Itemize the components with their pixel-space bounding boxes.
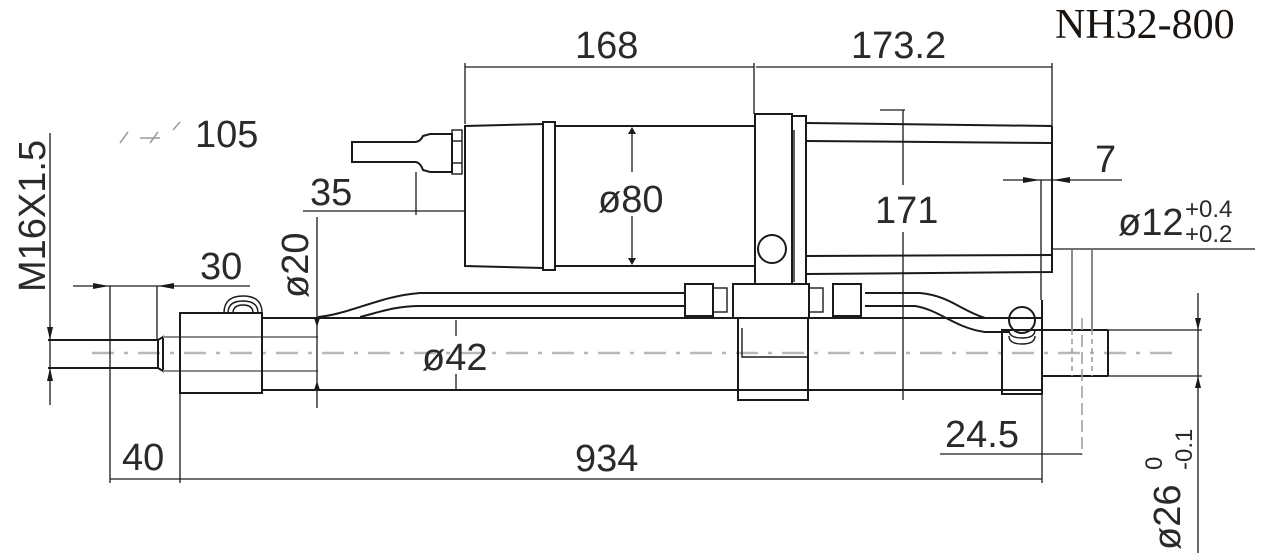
dim-105: 105 [119,114,258,156]
svg-text:105: 105 [195,114,258,156]
svg-text:934: 934 [575,438,638,480]
dim-tube-diameter: ø42 [422,320,487,389]
dim-motor-length: 168 [464,25,755,124]
dim-rod-diameter: ø20 [275,217,320,408]
manifold-block [684,283,862,401]
svg-text:171: 171 [875,190,938,232]
dim-rod-30: 30 [73,246,250,483]
dim-motor-diameter: ø80 [598,127,663,265]
svg-text:168: 168 [575,25,638,67]
svg-text:24.5: 24.5 [945,414,1019,456]
svg-text:+0.4: +0.4 [1185,196,1232,223]
rod-end-block [179,295,263,394]
dim-pin-hole: ø12 +0.4 +0.2 [1053,196,1255,250]
dim-connector: 35 [303,172,465,215]
dim-end-24-5: 24.5 [940,414,1082,456]
svg-text:0: 0 [1141,457,1168,470]
motor [351,121,755,271]
svg-text:-0.1: -0.1 [1171,429,1198,470]
model-title: NH32-800 [1055,2,1235,48]
svg-text:ø80: ø80 [598,179,663,221]
dim-end-diameter: ø26 0 -0.1 [1108,293,1202,553]
svg-text:173.2: 173.2 [851,25,946,67]
svg-text:7: 7 [1095,139,1116,181]
svg-text:ø42: ø42 [422,337,487,379]
svg-text:ø12: ø12 [1118,202,1183,244]
dim-thread: M16X1.5 [12,133,54,405]
svg-text:35: 35 [310,172,352,214]
dim-height-171: 171 [875,109,938,400]
motor-flange [754,113,807,285]
dim-overall: 40 934 [110,393,1043,483]
svg-text:40: 40 [122,437,164,479]
dim-clevis-7: 7 [1003,139,1122,300]
hydraulic-pipe [317,292,1010,333]
piston-rod-end [48,335,318,373]
svg-text:ø20: ø20 [275,233,317,298]
svg-text:30: 30 [200,246,242,288]
gearbox [805,122,1053,275]
cylinder-tube [262,300,1043,393]
svg-text:+0.2: +0.2 [1185,221,1232,248]
svg-text:ø26: ø26 [1147,485,1189,550]
svg-text:M16X1.5: M16X1.5 [12,140,54,292]
dim-gearbox-length: 173.2 [756,25,1053,126]
rear-clevis [1001,250,1109,455]
